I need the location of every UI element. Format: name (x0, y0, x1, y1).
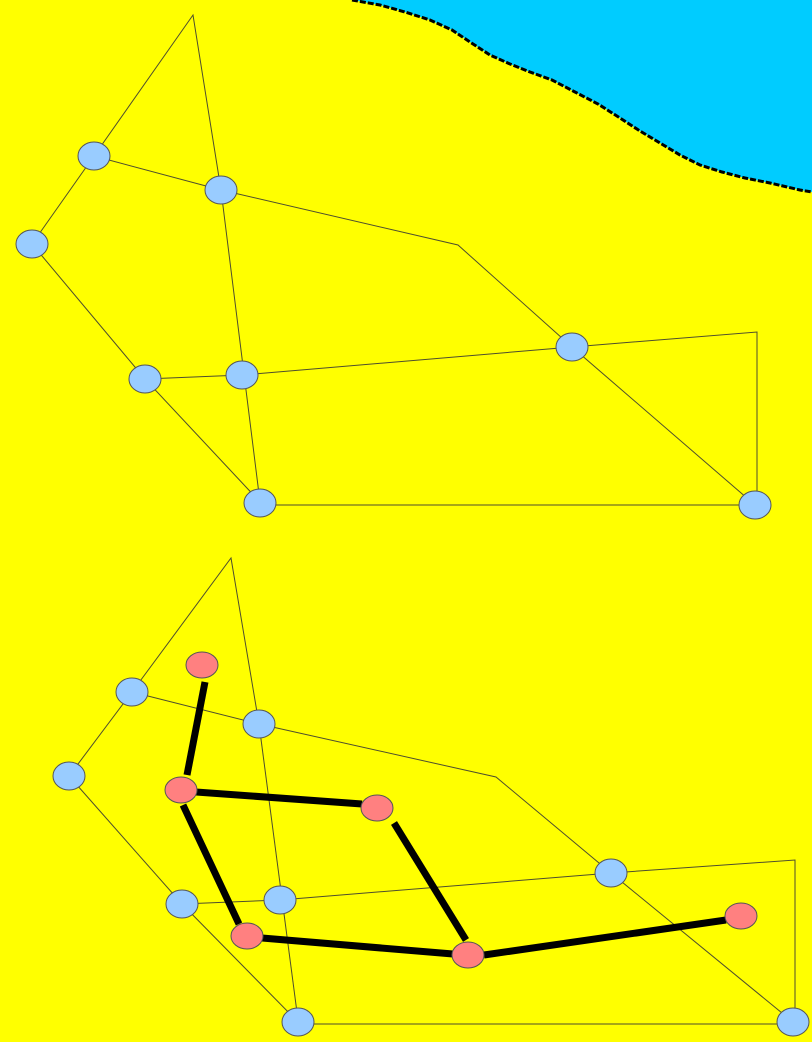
edge (610, 872, 794, 1023)
edge (31, 243, 146, 380)
highlighted-path (179, 681, 727, 959)
edge (571, 331, 758, 500)
graph-node (52, 761, 86, 791)
edge (131, 556, 260, 725)
path-segment (179, 803, 243, 926)
graph-node (204, 175, 238, 205)
top-graph-nodes (15, 141, 772, 520)
top-graph (15, 13, 772, 520)
graph-node (263, 885, 297, 915)
edge (279, 872, 612, 901)
highlighted-node (230, 922, 264, 950)
highlighted-node (164, 776, 198, 804)
edge (258, 723, 299, 1021)
bottom-graph-nodes (52, 677, 810, 1037)
edge (571, 346, 756, 506)
graph-node (128, 364, 162, 394)
edge (220, 189, 573, 348)
graph-node (281, 1007, 315, 1037)
graph-node (243, 488, 277, 518)
edge (68, 775, 183, 905)
path-segment (261, 934, 454, 958)
graph-node (15, 229, 49, 259)
graph-node (225, 360, 259, 390)
path-segment (183, 681, 209, 776)
path-segment (483, 916, 727, 959)
graph-node (115, 677, 149, 707)
edge (220, 189, 261, 503)
highlighted-node (724, 902, 758, 930)
water-region (352, 0, 812, 192)
graph-node (242, 709, 276, 739)
edge (144, 378, 261, 503)
edge (131, 691, 260, 725)
highlighted-node (185, 651, 219, 679)
graph-node (555, 332, 589, 362)
graph-node (594, 858, 628, 888)
highlighted-node (451, 941, 485, 969)
edge (68, 691, 133, 777)
water-shoreline (351, 0, 812, 194)
highlighted-node (360, 794, 394, 822)
bottom-graph (52, 556, 810, 1037)
graph-node (738, 490, 772, 520)
edge (31, 155, 95, 245)
edge (258, 723, 612, 874)
path-segment (391, 821, 469, 942)
graph-node (77, 141, 111, 171)
edge (610, 859, 796, 1020)
edge (93, 13, 222, 191)
graph-node (165, 889, 199, 919)
edge (181, 903, 299, 1023)
highlighted-nodes (164, 651, 758, 969)
edge (93, 155, 222, 191)
path-segment (195, 788, 363, 808)
edge (241, 346, 573, 376)
graph-node (776, 1007, 810, 1037)
